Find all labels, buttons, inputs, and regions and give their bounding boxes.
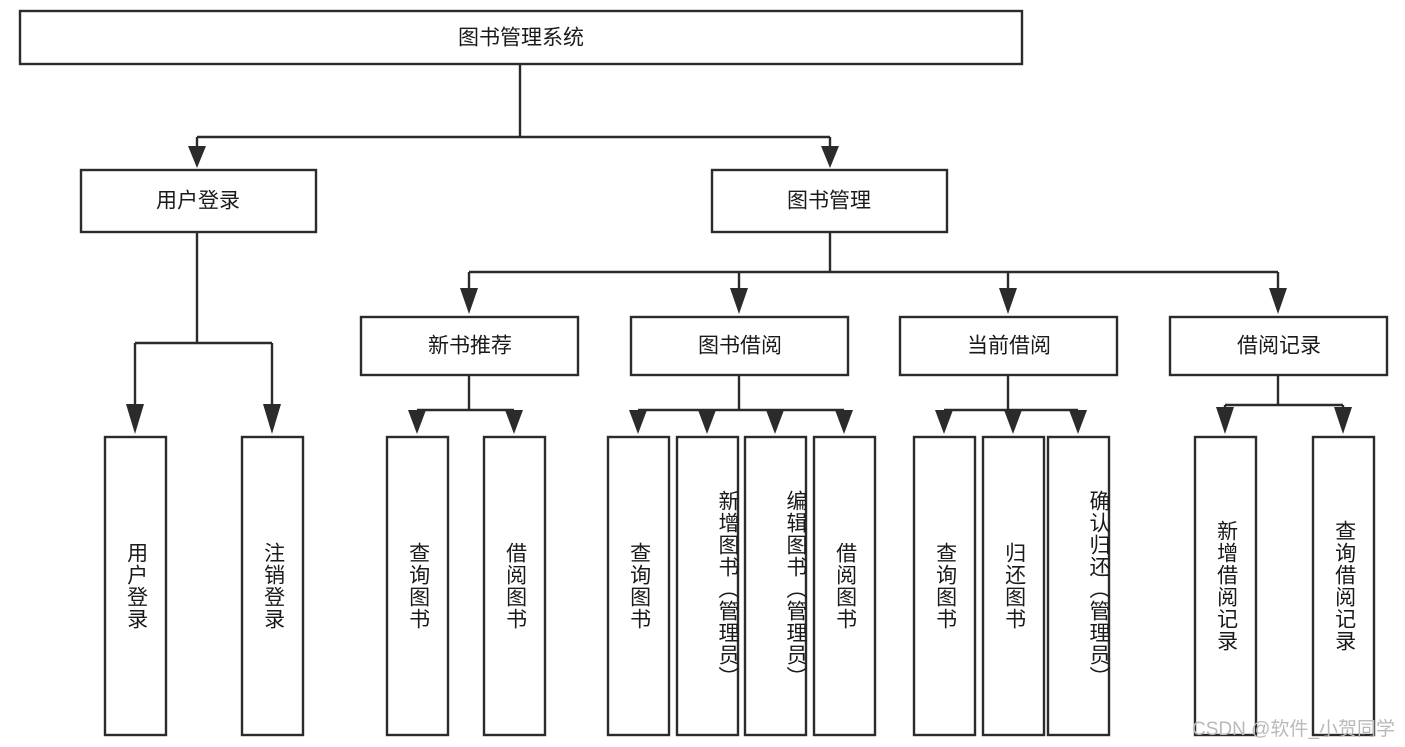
arrow-head-icon [629, 410, 647, 434]
node-current-borrow-label: 当前借阅 [967, 335, 1051, 358]
connector-userlogin-to-leaves [126, 232, 281, 434]
arrow-head-icon [766, 410, 784, 434]
node-borrow-record[interactable] [1168, 315, 1389, 377]
node-new-book-recommend[interactable] [359, 315, 580, 377]
watermark-text: CSDN @软件_小贺同学 [1192, 719, 1395, 740]
arrow-head-icon [1069, 410, 1087, 434]
connector-borrowrecord-to-leaves [1216, 375, 1352, 434]
node-root[interactable] [18, 9, 1024, 66]
node-leaf-user-login[interactable] [103, 435, 168, 737]
arrow-head-icon [505, 410, 523, 434]
node-leaf-confirm-return[interactable] [1046, 435, 1111, 737]
arrow-head-icon [460, 288, 478, 314]
node-leaf-logout[interactable] [240, 435, 305, 737]
node-leaf-borrow-book-1[interactable] [482, 435, 547, 737]
node-user-login[interactable] [79, 168, 318, 234]
arrow-head-icon [263, 404, 281, 434]
node-book-borrow-label: 图书借阅 [698, 335, 782, 358]
node-leaf-return-book[interactable] [981, 435, 1046, 737]
connector-root-to-level2 [188, 64, 839, 168]
node-user-login-label: 用户登录 [156, 190, 240, 213]
arrow-head-icon [126, 404, 144, 434]
arrow-head-icon [821, 146, 839, 168]
arrow-head-icon [698, 410, 716, 434]
arrow-head-icon [730, 288, 748, 314]
node-root-label: 图书管理系统 [458, 27, 584, 50]
node-leaf-query-book-2[interactable] [606, 435, 671, 737]
connector-newbook-to-leaves [408, 375, 523, 434]
arrow-head-icon [999, 288, 1017, 314]
node-book-management[interactable] [710, 168, 949, 234]
node-leaf-query-borrow-record[interactable] [1311, 435, 1376, 737]
node-leaf-query-book-1[interactable] [385, 435, 450, 737]
connector-bookmgmt-to-level3 [460, 232, 1287, 314]
arrow-head-icon [408, 410, 426, 434]
node-leaf-add-borrow-record[interactable] [1193, 435, 1258, 737]
node-book-borrow[interactable] [629, 315, 850, 377]
arrow-head-icon [188, 146, 206, 168]
arrow-head-icon [835, 410, 853, 434]
arrow-head-icon [1216, 407, 1234, 434]
arrow-head-icon [1004, 410, 1022, 434]
connector-bookborrow-to-leaves [629, 375, 853, 434]
node-leaf-edit-book[interactable] [743, 435, 808, 737]
node-leaf-borrow-book-2[interactable] [812, 435, 877, 737]
connector-currentborrow-to-leaves [935, 375, 1087, 434]
node-leaf-query-book-3[interactable] [912, 435, 977, 737]
node-borrow-record-label: 借阅记录 [1237, 335, 1321, 358]
node-new-book-recommend-label: 新书推荐 [428, 335, 512, 358]
arrow-head-icon [1334, 407, 1352, 434]
node-current-borrow[interactable] [898, 315, 1119, 377]
node-book-management-label: 图书管理 [787, 190, 871, 213]
arrow-head-icon [1269, 288, 1287, 314]
node-leaf-add-book[interactable] [675, 435, 740, 737]
arrow-head-icon [935, 410, 953, 434]
